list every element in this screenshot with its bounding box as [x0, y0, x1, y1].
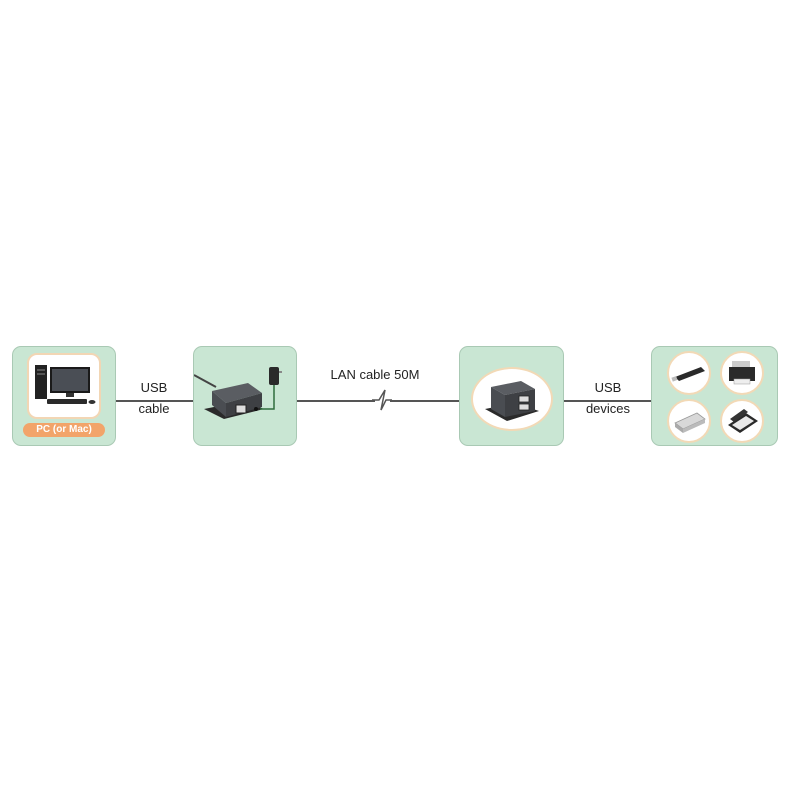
local-unit-node [193, 346, 297, 446]
external-drive-frame [667, 399, 711, 443]
scanner-frame [720, 399, 764, 443]
pc-label: PC (or Mac) [23, 423, 105, 437]
usb-lan-extender-local-icon [194, 367, 282, 419]
external-drive-icon [674, 412, 706, 433]
usb-cable-label: USB cable [138, 380, 170, 416]
lan-cable-label: LAN cable 50M [330, 367, 420, 382]
usb-cable-line [116, 400, 193, 402]
scanner-icon [728, 409, 758, 433]
usb-devices-line [564, 400, 651, 402]
lan-break-icon [372, 389, 392, 411]
printer-frame [720, 351, 764, 395]
usb-devices-node [651, 346, 778, 446]
pc-node: PC (or Mac) [12, 346, 116, 446]
lan-cable-line-right [390, 400, 459, 402]
printer-icon [729, 361, 755, 385]
pc-image-frame [27, 353, 101, 419]
desktop-computer-icon [35, 365, 96, 404]
remote-unit-node [459, 346, 564, 446]
usb-devices-label: USB devices [585, 380, 631, 416]
usb-flash-drive-frame [667, 351, 711, 395]
lan-cable-line-left [297, 400, 375, 402]
usb-flash-drive-icon [671, 367, 705, 382]
remote-unit-image-frame [471, 367, 553, 431]
usb-lan-extender-remote-icon [485, 381, 539, 421]
